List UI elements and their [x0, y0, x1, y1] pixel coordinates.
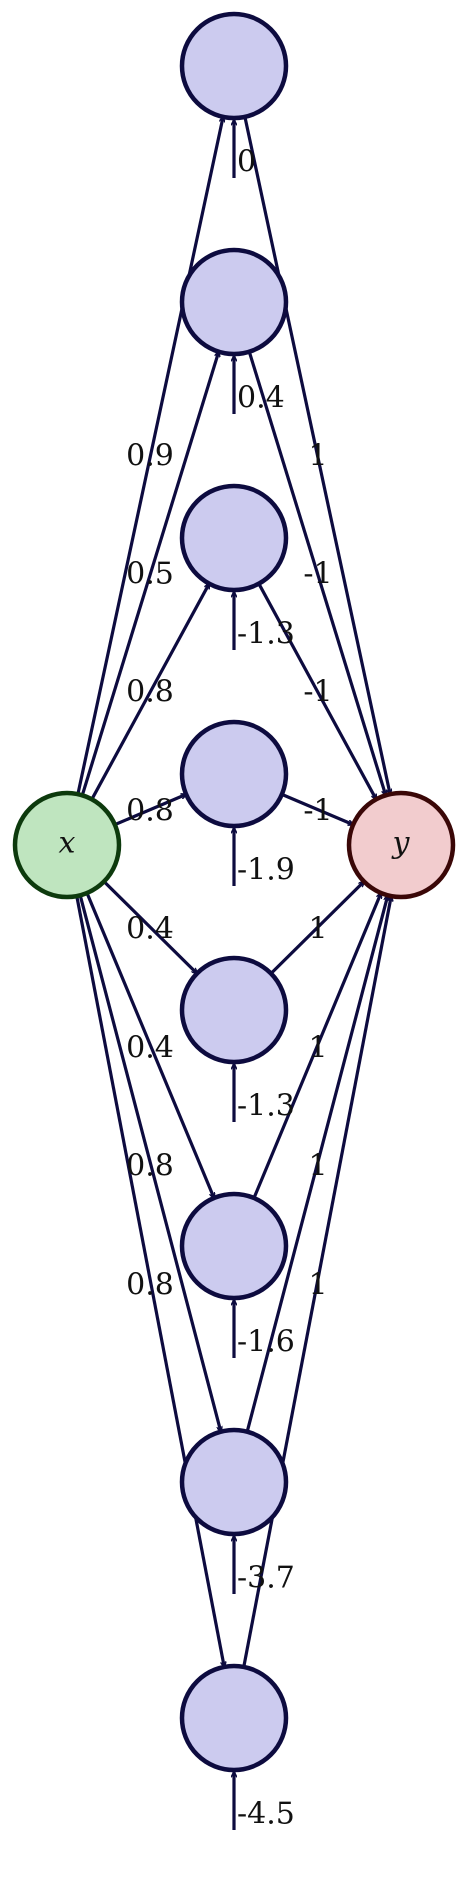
output-edge-1 [243, 116, 390, 794]
output-weight-label-1: 1 [308, 439, 327, 474]
bias-label-5: -1.3 [237, 1089, 295, 1124]
hidden-node-2 [179, 247, 289, 357]
hidden-node-6 [179, 1191, 289, 1301]
input-edge-1 [76, 117, 223, 795]
output-node [346, 790, 456, 900]
bias-label-3: -1.3 [237, 617, 295, 652]
bias-label-8: -4.5 [237, 1797, 295, 1832]
input-edge-3 [90, 584, 211, 801]
output-edge-6 [252, 893, 383, 1199]
output-weight-label-5: 1 [308, 912, 327, 947]
input-node [12, 790, 122, 900]
output-edge-5 [269, 882, 364, 975]
output-edge-7 [245, 895, 388, 1433]
input-weight-label-2: 0.5 [126, 557, 174, 592]
output-edge-2 [247, 351, 385, 796]
bias-label-2: 0.4 [237, 381, 285, 416]
bias-label-1: 0 [237, 145, 256, 180]
input-node-label: x [59, 826, 76, 861]
hidden-node-7 [179, 1427, 289, 1537]
hidden-node-8 [179, 1663, 289, 1773]
output-edge-8 [242, 896, 391, 1668]
edges-layer [75, 116, 391, 1830]
input-edge-8 [75, 895, 224, 1667]
hidden-node-3 [179, 483, 289, 593]
output-node-label: y [391, 826, 411, 861]
input-weight-label-8: 0.8 [126, 1268, 174, 1303]
bias-label-6: -1.6 [237, 1325, 295, 1360]
hidden-node-4 [179, 719, 289, 829]
input-weight-label-3: 0.8 [126, 675, 174, 710]
input-weight-label-5: 0.4 [126, 912, 174, 947]
bias-label-4: -1.9 [237, 853, 295, 888]
input-edge-5 [102, 880, 197, 974]
hidden-node-5 [179, 955, 289, 1065]
nodes-layer [12, 11, 456, 1773]
output-weight-label-2: -1 [303, 557, 332, 592]
input-weight-label-1: 0.9 [126, 439, 174, 474]
input-edge-7 [78, 894, 221, 1431]
output-weight-label-8: 1 [308, 1268, 327, 1303]
input-edge-4 [114, 792, 186, 827]
input-weight-label-7: 0.8 [126, 1149, 174, 1184]
output-weight-label-6: 1 [308, 1031, 327, 1066]
output-weight-label-4: -1 [303, 794, 332, 829]
output-weight-label-3: -1 [303, 675, 332, 710]
bias-label-7: -3.7 [237, 1561, 295, 1596]
input-edge-2 [80, 352, 218, 796]
input-weight-label-6: 0.4 [126, 1031, 174, 1066]
output-edge-4 [281, 792, 353, 827]
input-weight-label-4: 0.8 [126, 794, 174, 829]
hidden-node-1 [179, 11, 289, 121]
input-edge-6 [85, 892, 216, 1198]
output-edge-3 [257, 582, 378, 800]
output-weight-label-7: 1 [308, 1149, 327, 1184]
